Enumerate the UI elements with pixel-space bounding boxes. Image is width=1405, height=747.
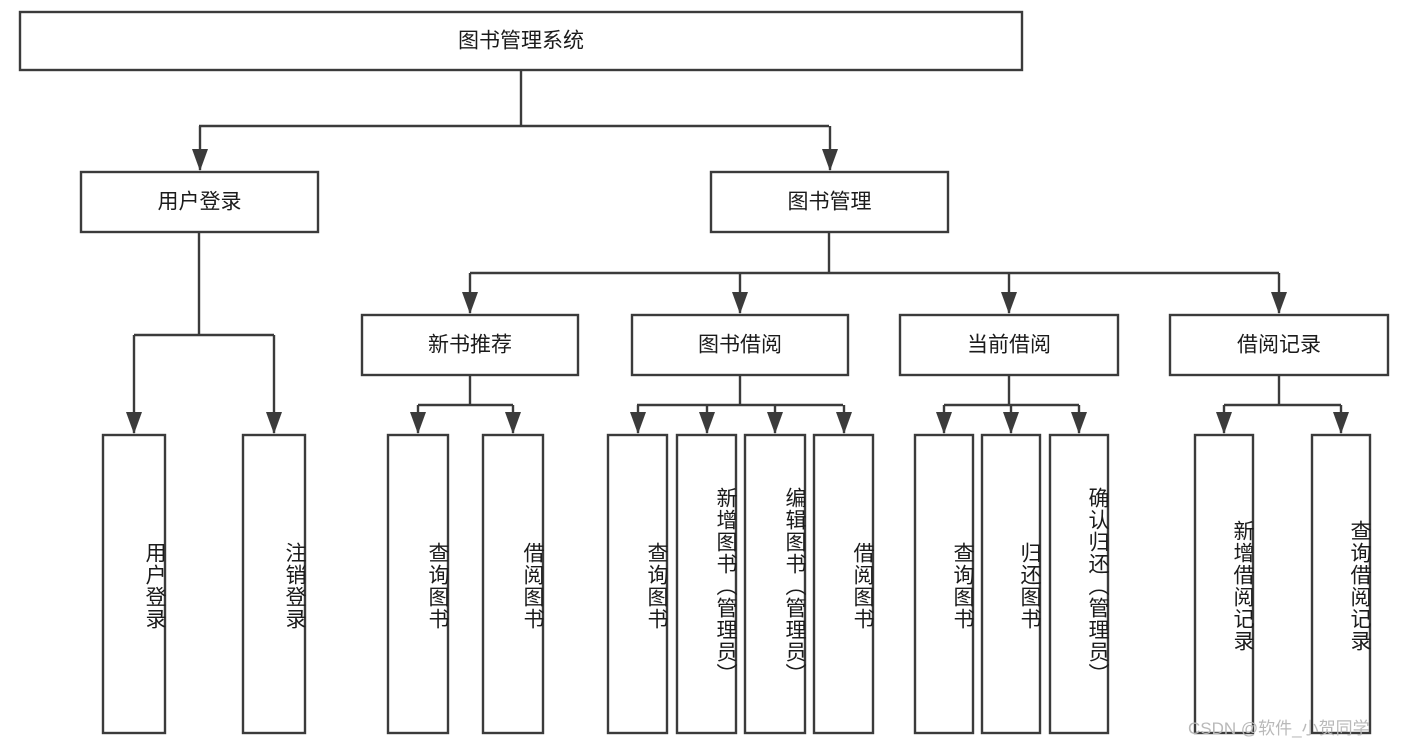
node-box-book-borrow[interactable]	[630, 313, 850, 377]
arrow-head-icon-leaf-query-book-3	[936, 412, 952, 434]
arrow-head-icon-leaf-user-login	[126, 412, 142, 434]
arrow-head-icon-borrow-record	[1271, 292, 1287, 314]
arrow-head-icon-leaf-add-record	[1216, 412, 1232, 434]
node-box-current-borrow[interactable]	[898, 313, 1120, 377]
arrow-head-icon-book-borrow	[732, 292, 748, 314]
arrow-head-icon-leaf-query-book-2	[630, 412, 646, 434]
node-label-borrow-record: 借阅记录	[1237, 334, 1321, 357]
node-box-leaf-add-book[interactable]	[675, 433, 738, 735]
arrow-head-icon-user-login	[192, 149, 208, 171]
node-box-new-book-recommend[interactable]	[360, 313, 580, 377]
arrow-head-icon-leaf-return-book	[1003, 412, 1019, 434]
node-box-leaf-borrow-book-2[interactable]	[812, 433, 875, 735]
arrow-head-icon-current-borrow	[1001, 292, 1017, 314]
arrow-head-icon-leaf-logout	[266, 412, 282, 434]
watermark: CSDN @软件_小贺同学	[1188, 719, 1370, 738]
arrow-head-icon-leaf-borrow-book-2	[836, 412, 852, 434]
node-box-leaf-logout[interactable]	[241, 433, 307, 735]
arrow-head-icon-leaf-confirm-return	[1071, 412, 1087, 434]
node-box-leaf-confirm-return[interactable]	[1048, 433, 1110, 735]
node-box-borrow-record[interactable]	[1168, 313, 1390, 377]
node-box-leaf-add-record[interactable]	[1193, 433, 1255, 735]
node-box-leaf-query-book-1[interactable]	[386, 433, 450, 735]
connectors-layer	[126, 70, 1349, 434]
node-label-current-borrow: 当前借阅	[967, 334, 1051, 357]
node-label-user-login: 用户登录	[158, 191, 242, 214]
boxes-layer	[18, 10, 1390, 735]
node-box-user-login[interactable]	[79, 170, 320, 234]
node-box-book-manage[interactable]	[709, 170, 950, 234]
node-box-leaf-borrow-book-1[interactable]	[481, 433, 545, 735]
node-box-leaf-query-book-2[interactable]	[606, 433, 669, 735]
node-box-leaf-user-login[interactable]	[101, 433, 167, 735]
node-box-leaf-query-book-3[interactable]	[913, 433, 975, 735]
arrow-head-icon-leaf-borrow-book-1	[505, 412, 521, 434]
node-box-leaf-query-record[interactable]	[1310, 433, 1372, 735]
node-box-leaf-return-book[interactable]	[980, 433, 1042, 735]
node-box-leaf-edit-book[interactable]	[743, 433, 807, 735]
arrow-head-icon-leaf-edit-book	[767, 412, 783, 434]
arrow-head-icon-leaf-query-book-1	[410, 412, 426, 434]
node-label-root: 图书管理系统	[458, 30, 584, 53]
arrow-head-icon-book-manage	[822, 149, 838, 171]
node-label-new-book-recommend: 新书推荐	[428, 334, 512, 357]
node-label-book-borrow: 图书借阅	[698, 334, 782, 357]
arrow-head-icon-new-book-recommend	[462, 292, 478, 314]
arrow-head-icon-leaf-add-book	[699, 412, 715, 434]
node-box-root[interactable]	[18, 10, 1024, 72]
node-label-book-manage: 图书管理	[788, 191, 872, 214]
arrow-head-icon-leaf-query-record	[1333, 412, 1349, 434]
